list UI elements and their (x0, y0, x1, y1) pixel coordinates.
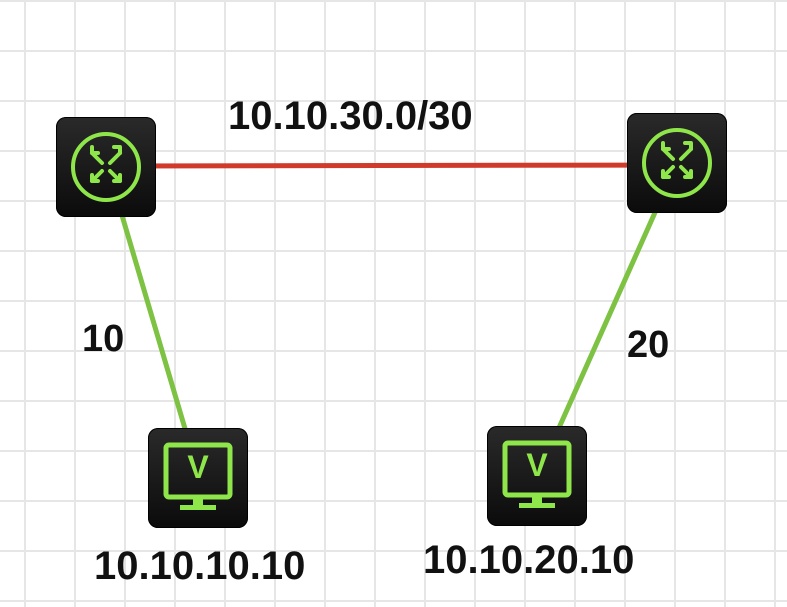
router-left[interactable] (56, 117, 156, 217)
vpc-monitor-icon (163, 442, 233, 510)
link-label-router-router: 10.10.30.0/30 (228, 94, 473, 138)
pc-glyph: V (187, 449, 209, 485)
link-label-left-access: 10 (82, 318, 125, 360)
router-icon (642, 128, 712, 198)
router-right[interactable] (627, 113, 727, 213)
pc-right[interactable]: V (487, 426, 587, 526)
link-router-right-pc-right[interactable] (555, 206, 660, 432)
pc-right-ip-label: 10.10.20.10 (423, 538, 635, 582)
link-label-right-access: 20 (627, 324, 670, 366)
vpc-monitor-icon (502, 440, 572, 508)
pc-left[interactable]: V (148, 428, 248, 528)
pc-left-ip-label: 10.10.10.10 (94, 544, 306, 588)
link-router-router[interactable] (104, 162, 678, 169)
link-router-left-pc-left[interactable] (118, 211, 189, 433)
router-icon (71, 132, 141, 202)
pc-glyph: V (526, 447, 548, 483)
